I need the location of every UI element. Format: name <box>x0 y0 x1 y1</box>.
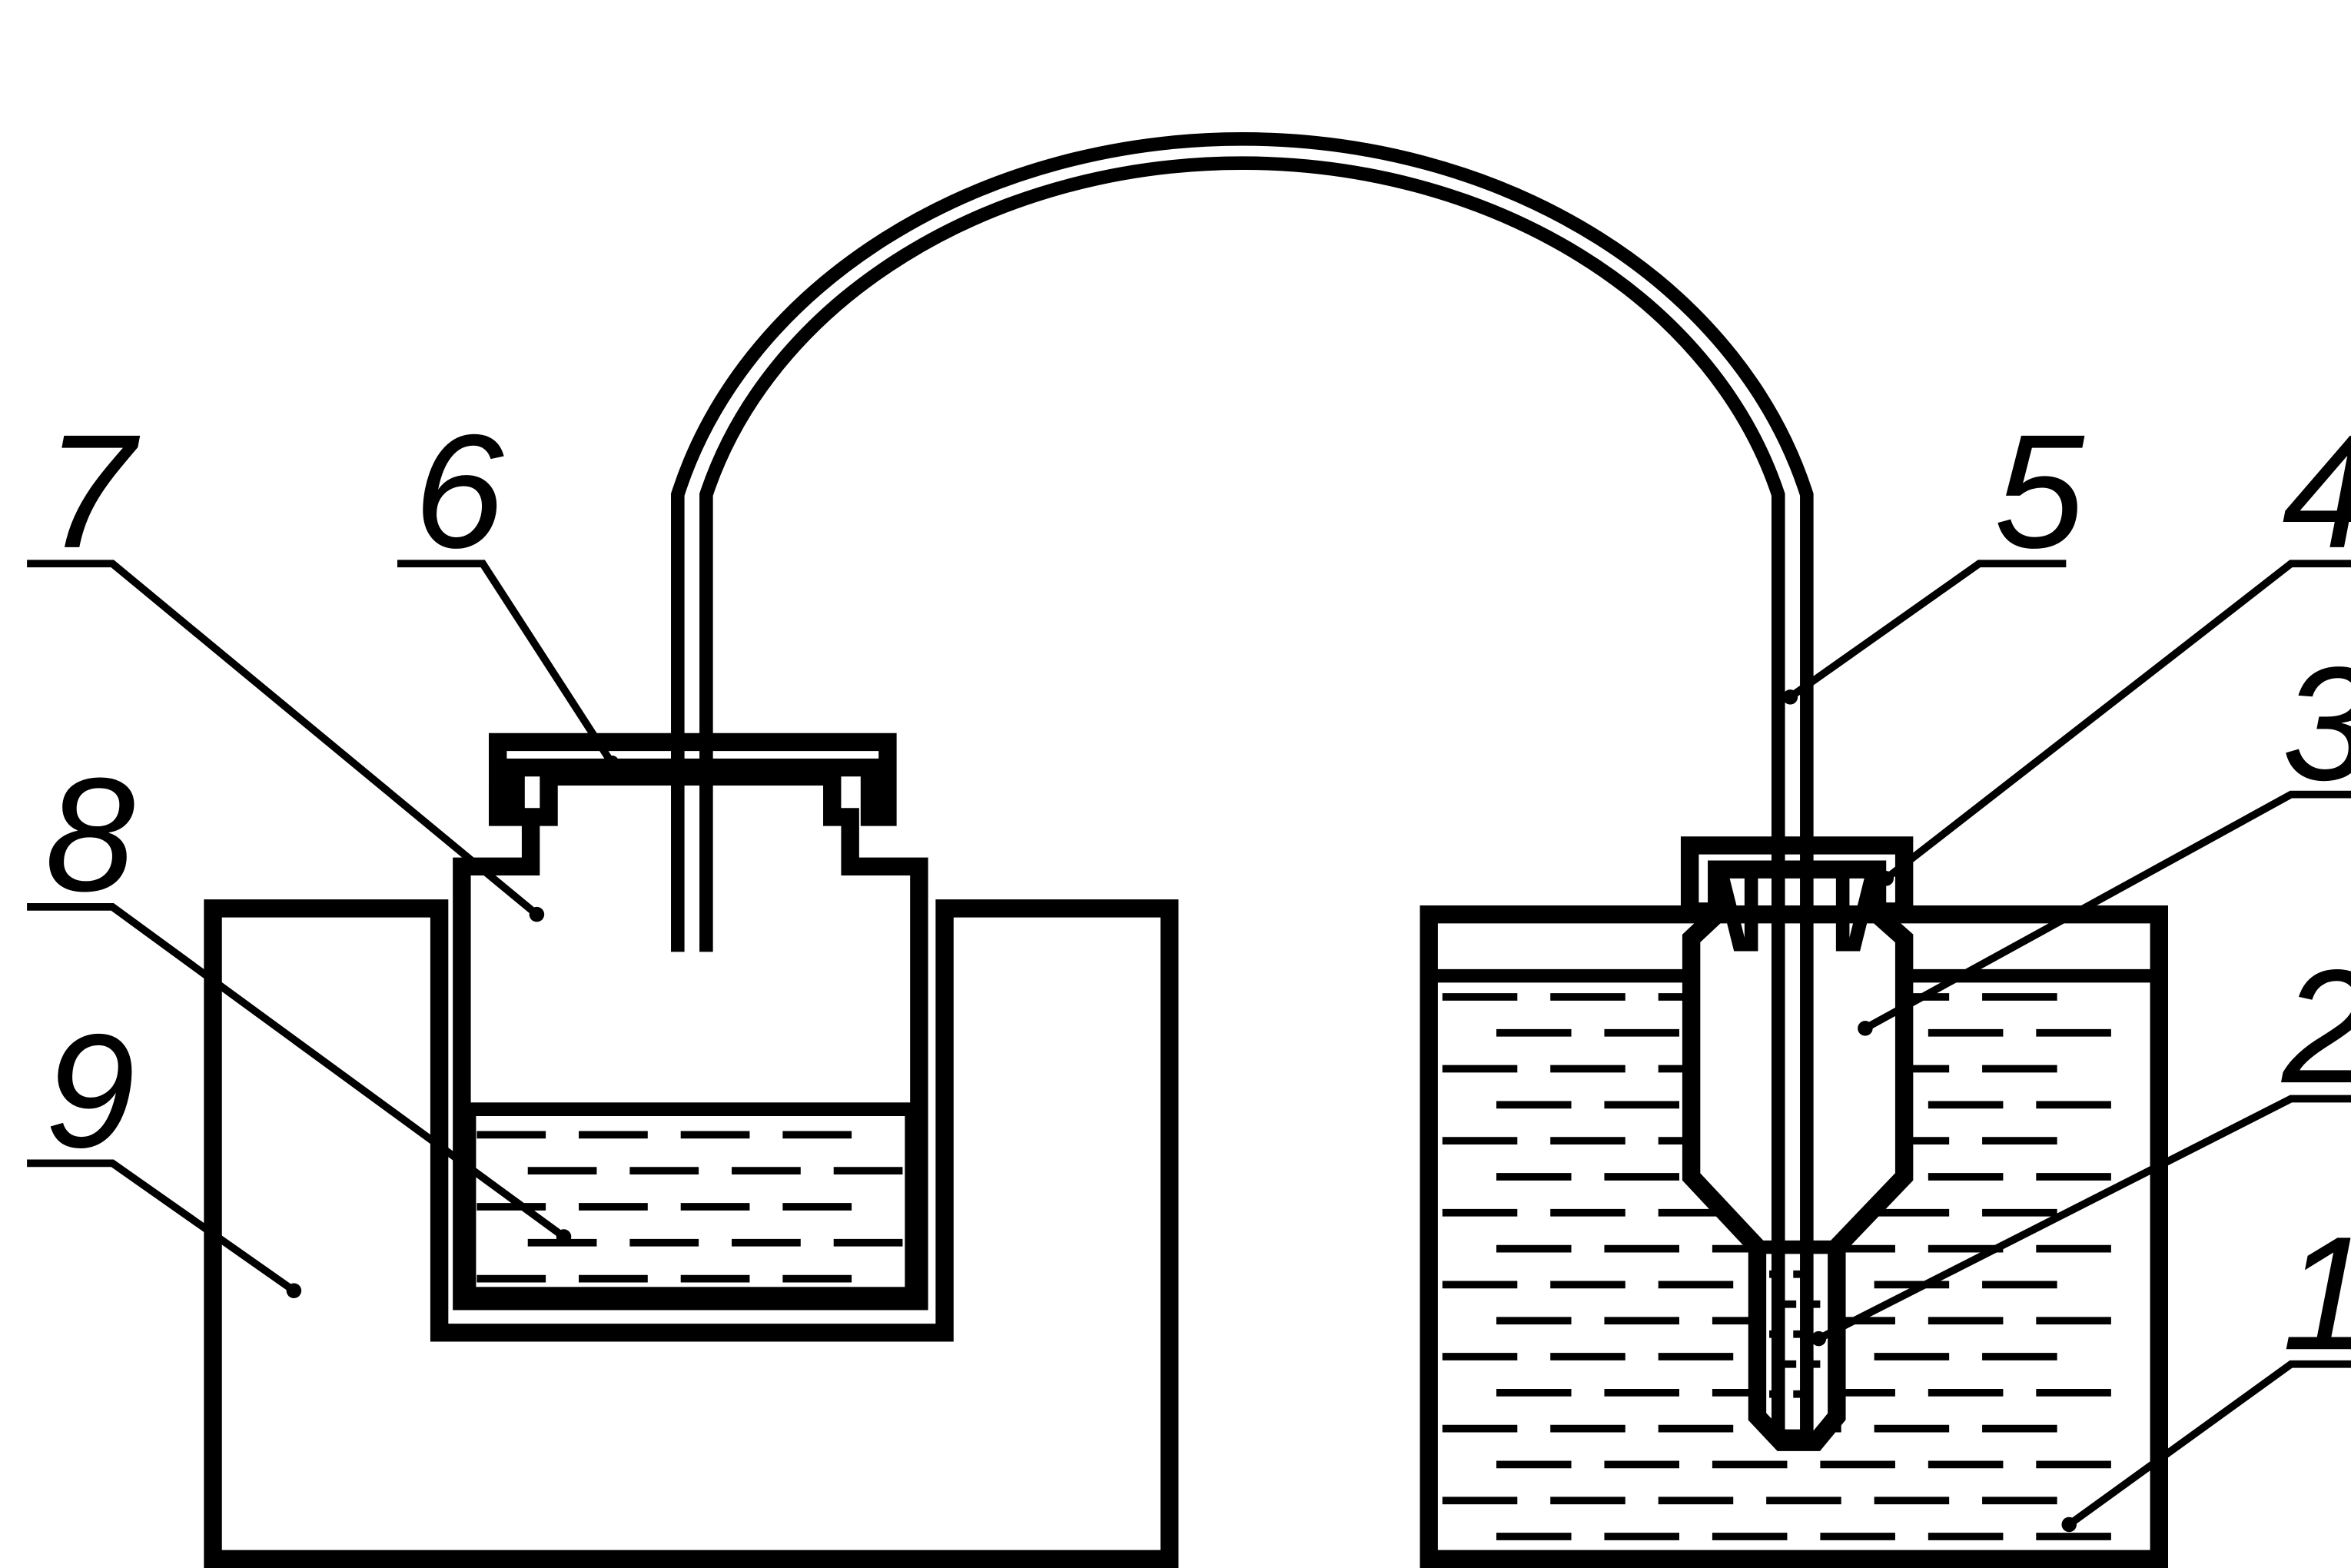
leader-5 <box>1788 560 2067 700</box>
dot-7 <box>529 906 545 922</box>
leader-7 <box>27 560 540 918</box>
transfer-tube-outer <box>671 132 1814 1440</box>
leader-3 <box>1863 790 2351 1032</box>
leader-8 <box>27 903 566 1240</box>
dot-5 <box>1782 689 1798 705</box>
label-1: 1 <box>2282 1202 2351 1384</box>
leader-2 <box>1817 1095 2351 1342</box>
label-2: 2 <box>2280 935 2351 1117</box>
probe-collet <box>1715 870 1880 952</box>
leader-9 <box>27 1159 297 1294</box>
label-5: 5 <box>1994 400 2085 582</box>
leader-dots <box>286 689 2077 1533</box>
vessel-cap <box>488 733 897 826</box>
leader-6 <box>397 560 616 766</box>
dot-2 <box>1811 1330 1827 1347</box>
dot-6 <box>604 755 619 771</box>
leader-4 <box>1884 560 2351 882</box>
dot-3 <box>1858 1021 1873 1036</box>
dot-1 <box>2061 1517 2077 1533</box>
dot-8 <box>556 1229 572 1244</box>
probe-body <box>1682 905 1914 1451</box>
transfer-tube-inner <box>699 156 1785 1440</box>
collection-vessel <box>453 767 928 1311</box>
label-8: 8 <box>45 744 135 925</box>
label-3: 3 <box>2282 633 2351 814</box>
dot-9 <box>286 1283 302 1298</box>
dot-4 <box>1878 871 1894 886</box>
outer-bath-block <box>204 899 1179 1568</box>
label-6: 6 <box>413 400 504 582</box>
leader-lines <box>27 560 2351 1528</box>
leader-1 <box>2067 1360 2351 1528</box>
label-7: 7 <box>45 400 141 582</box>
label-9: 9 <box>45 1000 135 1181</box>
liquid-hatching-8 <box>477 1131 903 1283</box>
label-4: 4 <box>2282 400 2351 582</box>
probe-cap <box>1680 836 1914 921</box>
